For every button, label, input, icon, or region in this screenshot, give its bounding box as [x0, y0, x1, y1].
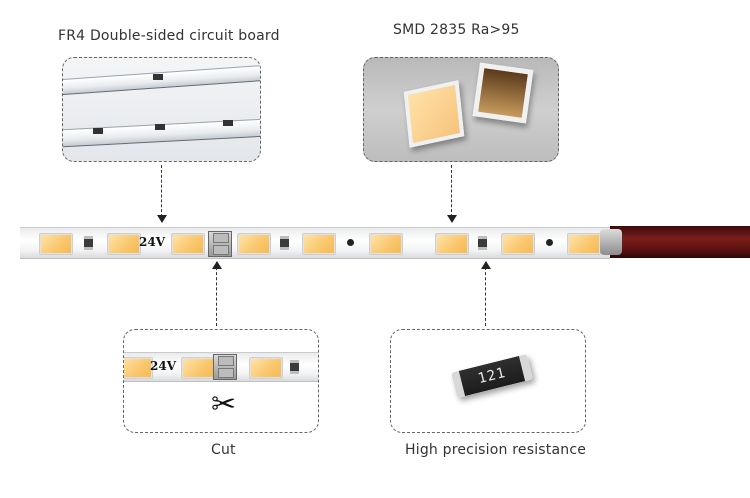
- pcb-label: FR4 Double-sided circuit board: [58, 28, 280, 44]
- arrow-up-resistance: [480, 261, 491, 326]
- pcb-chip: [223, 120, 233, 126]
- strip-resistor: [84, 236, 93, 250]
- strip-resistor: [280, 236, 289, 250]
- led-chip: [238, 234, 270, 254]
- arrow-up-cut: [211, 261, 222, 326]
- strip-hole: [546, 239, 553, 246]
- led-chip: [436, 234, 468, 254]
- led-chip: [124, 358, 152, 378]
- cut-pad: [208, 231, 232, 257]
- voltage-marking: 24V: [150, 359, 177, 373]
- led-strip: 24V: [20, 227, 610, 259]
- strip-hole: [347, 239, 354, 246]
- led-chip: [370, 234, 402, 254]
- led-chip: [303, 234, 335, 254]
- resistance-label: High precision resistance: [405, 442, 587, 458]
- resistor-chip: 121: [451, 353, 533, 399]
- pcb-chip: [153, 74, 163, 80]
- pcb-chip: [155, 124, 165, 130]
- smd-photo-box: [363, 57, 559, 162]
- led-chip: [40, 234, 72, 254]
- power-cable: [610, 226, 750, 258]
- smd-led-chip-back: [472, 62, 534, 124]
- scissors-icon: ✂: [211, 387, 237, 422]
- led-chip: [108, 234, 140, 254]
- cut-label: Cut: [211, 442, 236, 458]
- strip-resistor: [478, 236, 487, 250]
- strip-resistor: [290, 360, 299, 374]
- solder-joint: [600, 229, 622, 255]
- pcb-photo-box: [62, 57, 261, 162]
- cut-photo-box: 24V ✂: [123, 329, 319, 433]
- voltage-marking: 24V: [139, 235, 166, 249]
- resistance-photo-box: 121: [390, 329, 586, 433]
- smd-label: SMD 2835 Ra>95: [393, 22, 520, 38]
- led-chip: [502, 234, 534, 254]
- smd-led-chip: [403, 80, 465, 148]
- led-chip: [568, 234, 600, 254]
- pcb-board-top: [63, 64, 260, 96]
- pcb-chip: [93, 128, 103, 134]
- led-chip: [250, 358, 282, 378]
- cut-pad: [213, 354, 237, 380]
- cut-strip-closeup: 24V: [124, 352, 318, 382]
- led-chip: [172, 234, 204, 254]
- led-chip: [182, 358, 214, 378]
- arrow-down-smd: [446, 165, 457, 223]
- arrow-down-pcb: [156, 165, 167, 223]
